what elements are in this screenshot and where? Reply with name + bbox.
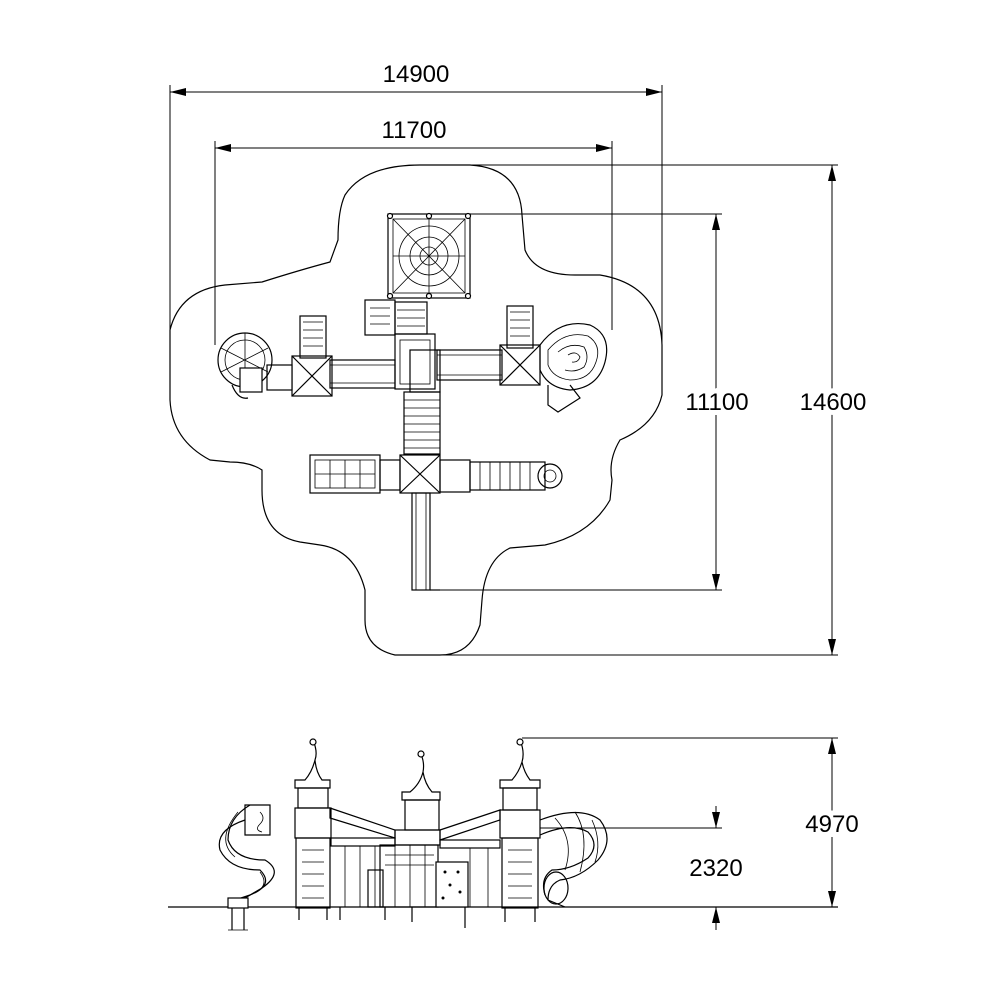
dim-structure-depth	[440, 213, 722, 591]
dim-label-platform-height: 2320	[689, 855, 742, 882]
elevation-right-tube-slide	[539, 811, 608, 908]
elevation-right-bridge	[439, 809, 501, 907]
safety-zone-outline	[169, 164, 663, 656]
left-spiral-slide	[217, 332, 273, 399]
elevation-center-tower	[367, 750, 469, 928]
dim-overall-width	[169, 85, 663, 400]
dim-label-overall-width: 14900	[383, 61, 450, 88]
right-tower	[499, 305, 541, 386]
dim-label-total-height: 4970	[805, 811, 858, 838]
dim-label-overall-depth: 14600	[800, 389, 867, 416]
central-spine	[403, 349, 441, 455]
dim-label-structure-width: 11700	[382, 117, 447, 144]
left-bridge	[329, 359, 396, 389]
dim-platform-height	[540, 806, 722, 930]
elevation-left-spiral-slide	[218, 804, 275, 931]
center-stair-top	[364, 299, 436, 390]
elevation-left-bridge	[329, 807, 396, 920]
plan-view: 14900 11700 11100 14600	[169, 61, 871, 656]
elevation-view: 4970 2320	[168, 737, 864, 931]
dim-total-height	[522, 737, 838, 907]
dim-label-structure-depth: 11100	[685, 389, 748, 416]
elevation-right-tower	[499, 738, 541, 922]
dim-overall-depth	[440, 164, 838, 656]
lower-right-tunnel	[439, 459, 563, 493]
lower-center-tower	[399, 454, 441, 494]
elevation-left-tower	[294, 738, 332, 920]
right-bridge	[436, 349, 503, 381]
straight-slide	[411, 492, 440, 591]
lower-left-net	[309, 454, 401, 494]
right-tube-slide	[539, 323, 608, 413]
tower-roof-top	[386, 212, 472, 300]
dim-structure-width	[214, 141, 613, 345]
left-tower	[266, 315, 333, 397]
